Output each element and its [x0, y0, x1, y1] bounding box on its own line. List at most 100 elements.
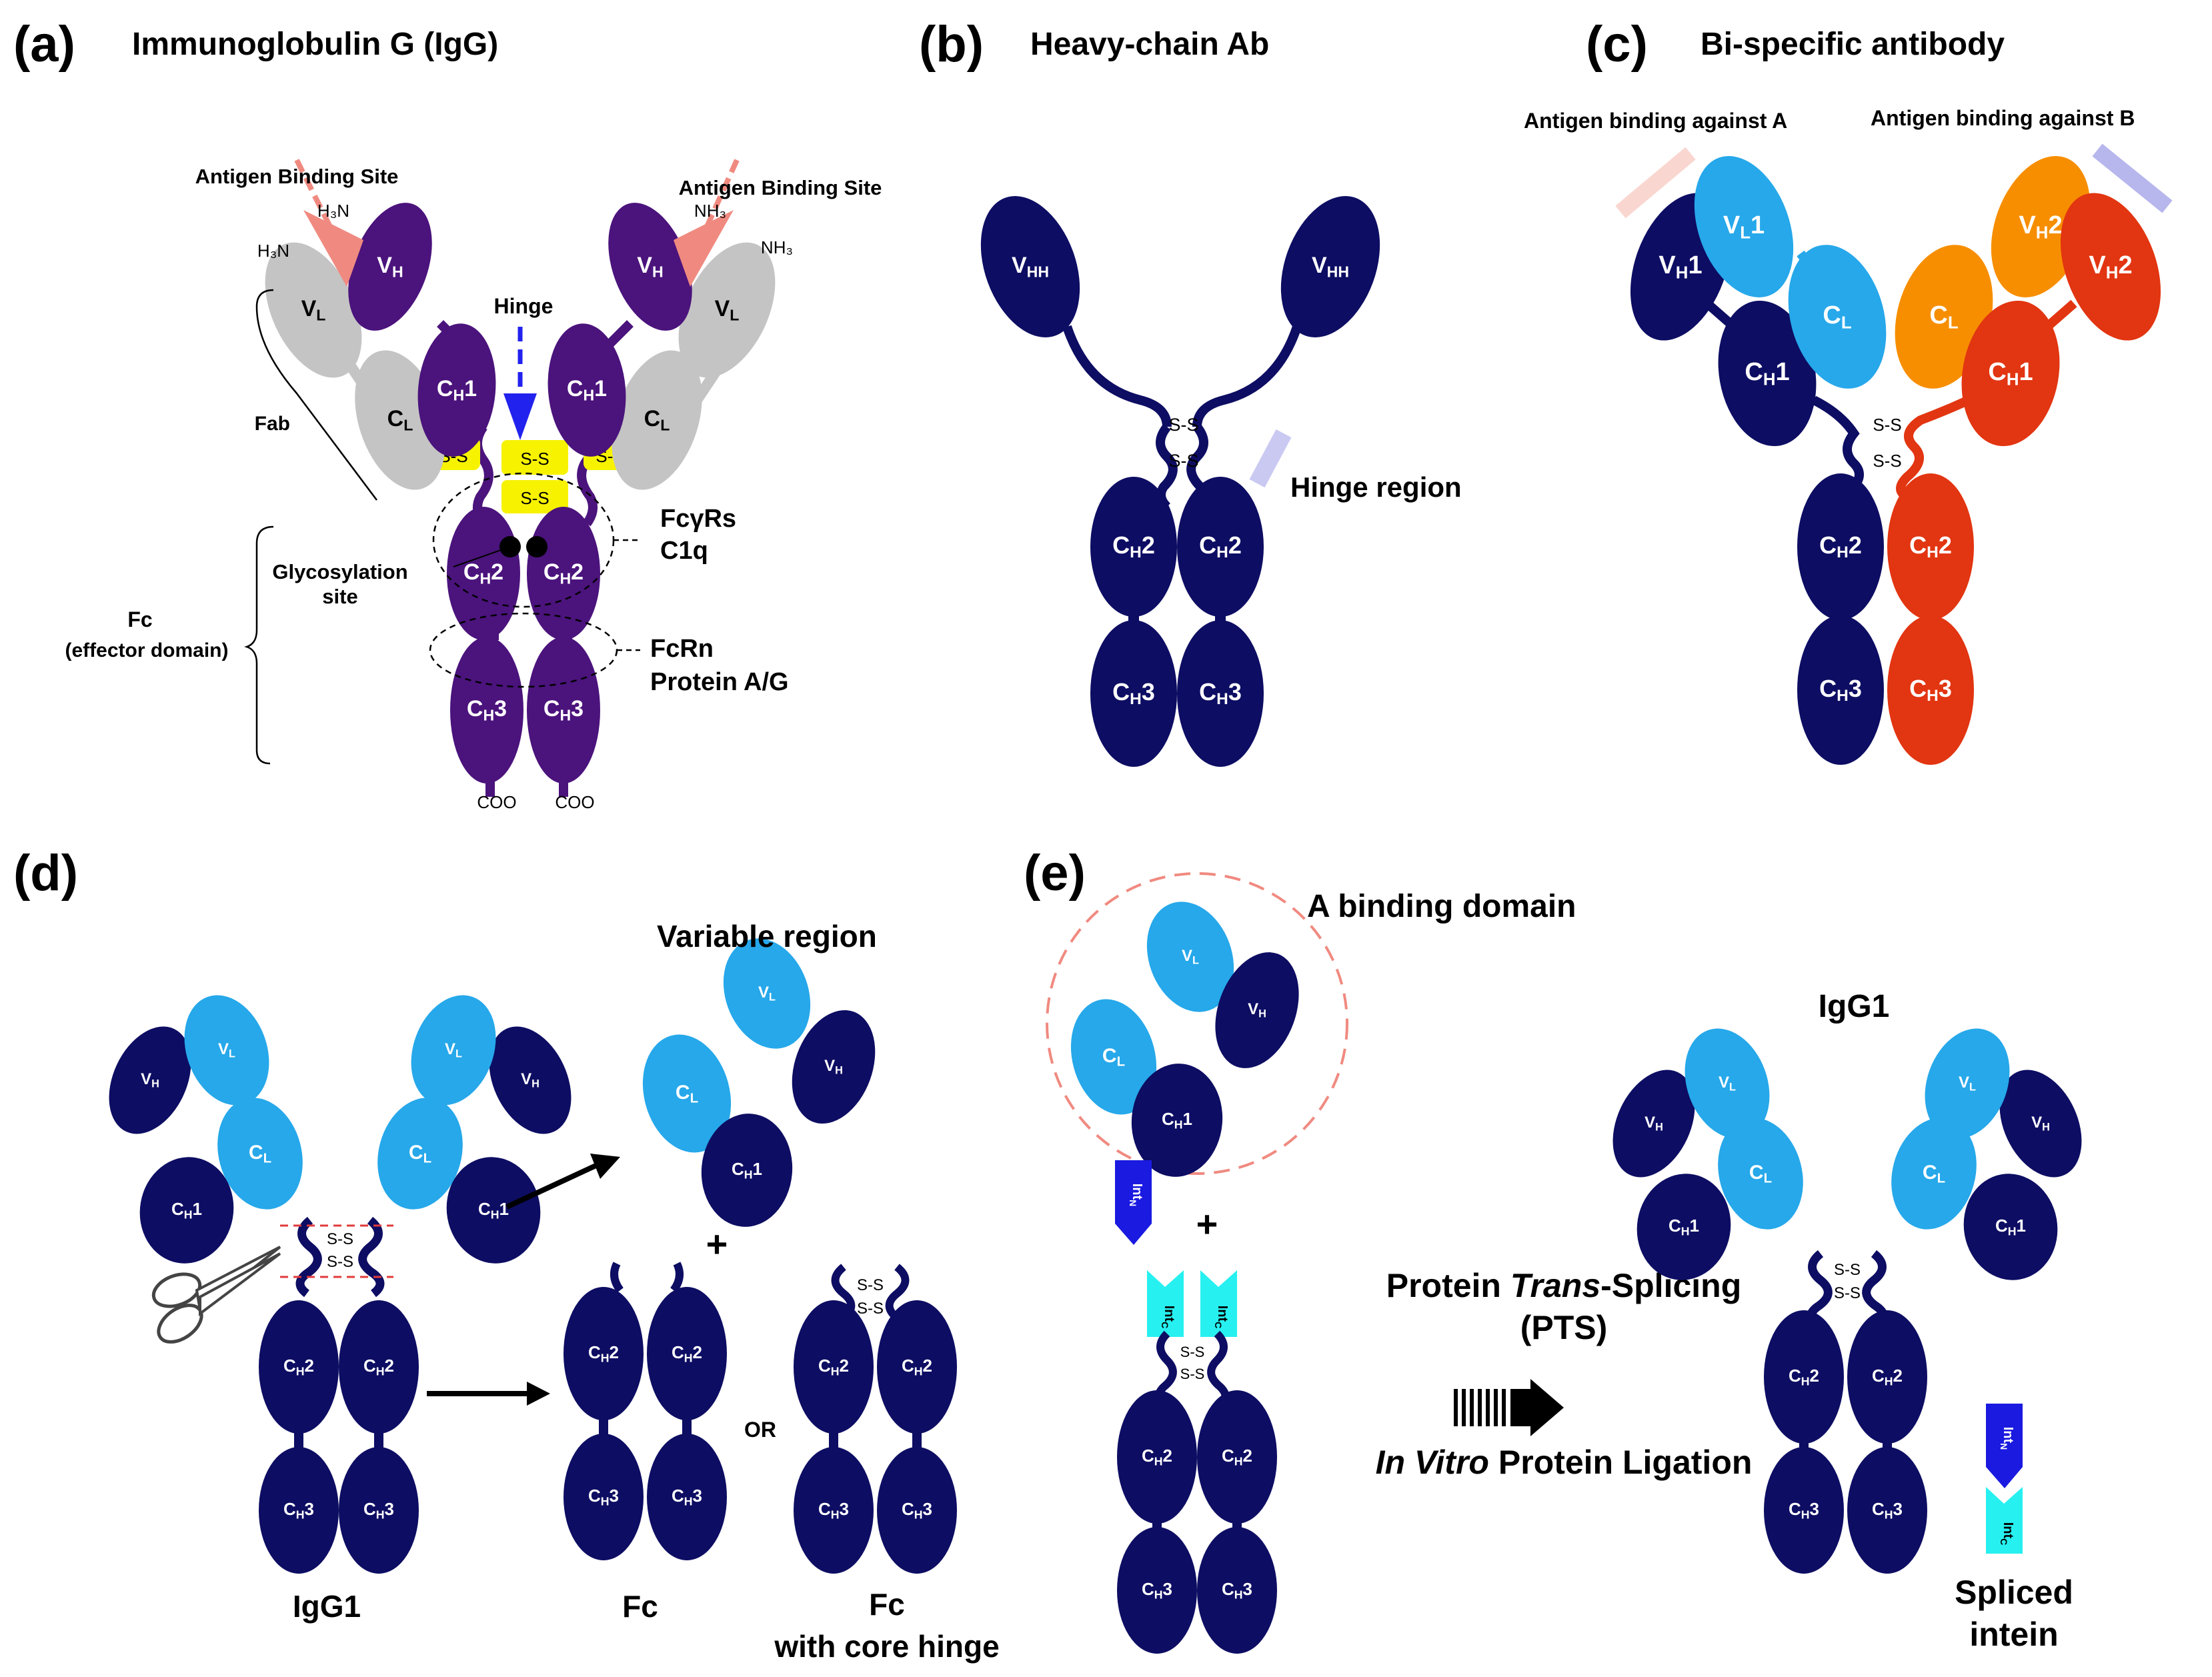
e-igg1-ch2-right-label: CH2	[1872, 1366, 1903, 1388]
antigen-arrow-left-head	[303, 210, 363, 287]
ch3-left-label-suffix: 3	[1142, 678, 1155, 705]
n-term-left-2: H₃N	[317, 201, 349, 221]
panel-e-letter: (e)	[1024, 845, 1086, 902]
igg1-fc-ch2-right-label-main: C	[363, 1356, 376, 1376]
e-cl-label-main: C	[1102, 1045, 1117, 1067]
e-igg1-ch1-left	[1636, 1174, 1731, 1280]
plus-e: +	[1196, 1203, 1218, 1245]
e-igg1-vl-right-label-main: V	[1959, 1074, 1969, 1092]
e-igg1-vh-left	[1612, 1070, 1695, 1178]
e-igg1-ch2-left-label: CH2	[1789, 1366, 1819, 1388]
ss-label-1: S-S	[1168, 415, 1198, 435]
igg1-fc-ch3-left-label-sub: H	[296, 1508, 305, 1521]
undefined	[1200, 1270, 1237, 1337]
var-ch1-label-suffix: 1	[753, 1159, 762, 1179]
ch3-right-label: CH3	[543, 696, 584, 724]
vh2-red	[2060, 193, 2161, 341]
coo-left: COO	[477, 792, 516, 812]
ch1-left-label-sub: H	[453, 387, 464, 404]
coo-right: COO	[555, 792, 594, 812]
vh2-red-label-suffix: 2	[2118, 251, 2132, 279]
against-b-label: Antigen binding against B	[1871, 106, 2135, 130]
fch-ch3-right-label-suffix: 3	[923, 1499, 932, 1519]
fch-ch2-right	[877, 1300, 957, 1434]
vh2-orange-label-main: V	[2019, 211, 2036, 239]
var-vl-label: VL	[758, 984, 776, 1004]
e-igg1-ch1-right-label-main: C	[1995, 1216, 2008, 1236]
ch3-left-label-sub: H	[483, 707, 494, 724]
ch3-right	[527, 637, 600, 783]
igg1-label-e: IgG1	[1819, 989, 1890, 1024]
e-igg1-vl-left-label-main: V	[1719, 1074, 1729, 1092]
e-fc-ch2-left-label-main: C	[1142, 1446, 1154, 1466]
int-c-left-label: IntC	[1160, 1306, 1176, 1329]
fch-ch3-left-label-main: C	[818, 1499, 831, 1519]
scissors-icon	[151, 1246, 281, 1344]
var-vl-label-main: V	[758, 984, 769, 1002]
igg1-fab-left-ch1	[139, 1157, 234, 1264]
igg1-fab-right-vh-label-main: V	[521, 1070, 531, 1088]
igg1-fab-left-ch1-label-main: C	[171, 1199, 184, 1219]
igg1-fc-ch2-right-label-suffix: 2	[385, 1356, 394, 1376]
ch1-right-label-sub: H	[583, 387, 594, 404]
fch-ch3-right-label: CH3	[902, 1499, 932, 1521]
ch1-right	[547, 323, 626, 457]
igg1-label-d: IgG1	[293, 1589, 361, 1624]
igg1-hinge-right	[358, 1216, 385, 1298]
e-fc-ch2-right-label-sub: H	[1234, 1454, 1243, 1468]
igg1-fab-left-vh-label-sub: H	[151, 1078, 159, 1090]
igg1-fab-right-vh-label: VH	[521, 1070, 539, 1090]
ch3-left	[1090, 620, 1177, 767]
var-cl-label: CL	[676, 1082, 698, 1106]
igg1-fc-ch3-right	[339, 1447, 419, 1574]
ch3-right-label-sub: H	[1216, 691, 1228, 709]
igg1-fab-left-ch1-label-sub: H	[184, 1208, 193, 1221]
e-igg1-cl-left-label-main: C	[1749, 1162, 1764, 1184]
e-fc-ch3-right-label: CH3	[1222, 1579, 1252, 1601]
ch3-right-label-main: C	[1199, 678, 1216, 705]
ch1-right-label-main: C	[1988, 358, 2006, 386]
fch-ch2-right-label: CH2	[902, 1356, 932, 1378]
e-igg1-ch1-right-label-sub: H	[2008, 1224, 2017, 1238]
vl-right-label: VL	[715, 296, 740, 324]
cl-right-label-main: C	[1929, 301, 1947, 329]
cl-left-label-main: C	[387, 406, 404, 431]
fc-ch3-right-label: CH3	[672, 1486, 702, 1508]
linker-left	[1062, 325, 1172, 427]
igg1-fab-right-ch1-label-suffix: 1	[499, 1199, 509, 1219]
ch2-left	[447, 507, 520, 640]
var-cl-label-main: C	[676, 1082, 690, 1104]
igg1-ss-1: S-S	[327, 1230, 353, 1248]
ch3-left-label: CH3	[1112, 678, 1155, 709]
fch-ss-1: S-S	[857, 1276, 884, 1294]
vh2-red-label-sub: H	[2106, 263, 2119, 282]
ch2-right-label: CH2	[543, 559, 584, 587]
vh-right-label: VH	[637, 253, 663, 281]
undefined	[1115, 1160, 1152, 1245]
c1q-label: C1q	[660, 537, 708, 565]
antigen-site-right-label: Antigen Binding Site	[679, 176, 882, 199]
ch2-right-label-suffix: 2	[571, 559, 584, 585]
e-fc-ch3-right-label-sub: H	[1234, 1588, 1243, 1601]
ch2-right-label-suffix: 2	[1939, 531, 1952, 559]
linker-vh-ch1-right	[2044, 299, 2077, 331]
glycosylation-label-1: Glycosylation	[272, 560, 407, 583]
vh-right-label-sub: H	[652, 263, 664, 281]
ch1-left	[417, 323, 496, 457]
e-ch1	[1131, 1064, 1223, 1177]
against-a-label: Antigen binding against A	[1524, 109, 1787, 133]
n-term-left-1: H₃N	[257, 241, 289, 261]
n-term-right-1: NH₃	[694, 201, 726, 221]
e-igg1-ch1-left-label: CH1	[1669, 1216, 1699, 1238]
fch-ch2-left-label-suffix: 2	[840, 1356, 849, 1376]
fch-ch2-left	[794, 1300, 874, 1434]
ch1-left-label-sub: H	[1763, 370, 1776, 389]
igg1-fab-right-cl-label: CL	[409, 1142, 431, 1166]
fc-ch2-left-label-sub: H	[601, 1351, 610, 1364]
ch3-left-label: CH3	[1819, 675, 1862, 705]
e-igg1-ch3-right-label-main: C	[1872, 1499, 1885, 1519]
ch3-left-label-main: C	[1112, 678, 1130, 705]
panel-d-letter: (d)	[13, 845, 78, 902]
vh1-label-main: V	[1658, 251, 1676, 279]
